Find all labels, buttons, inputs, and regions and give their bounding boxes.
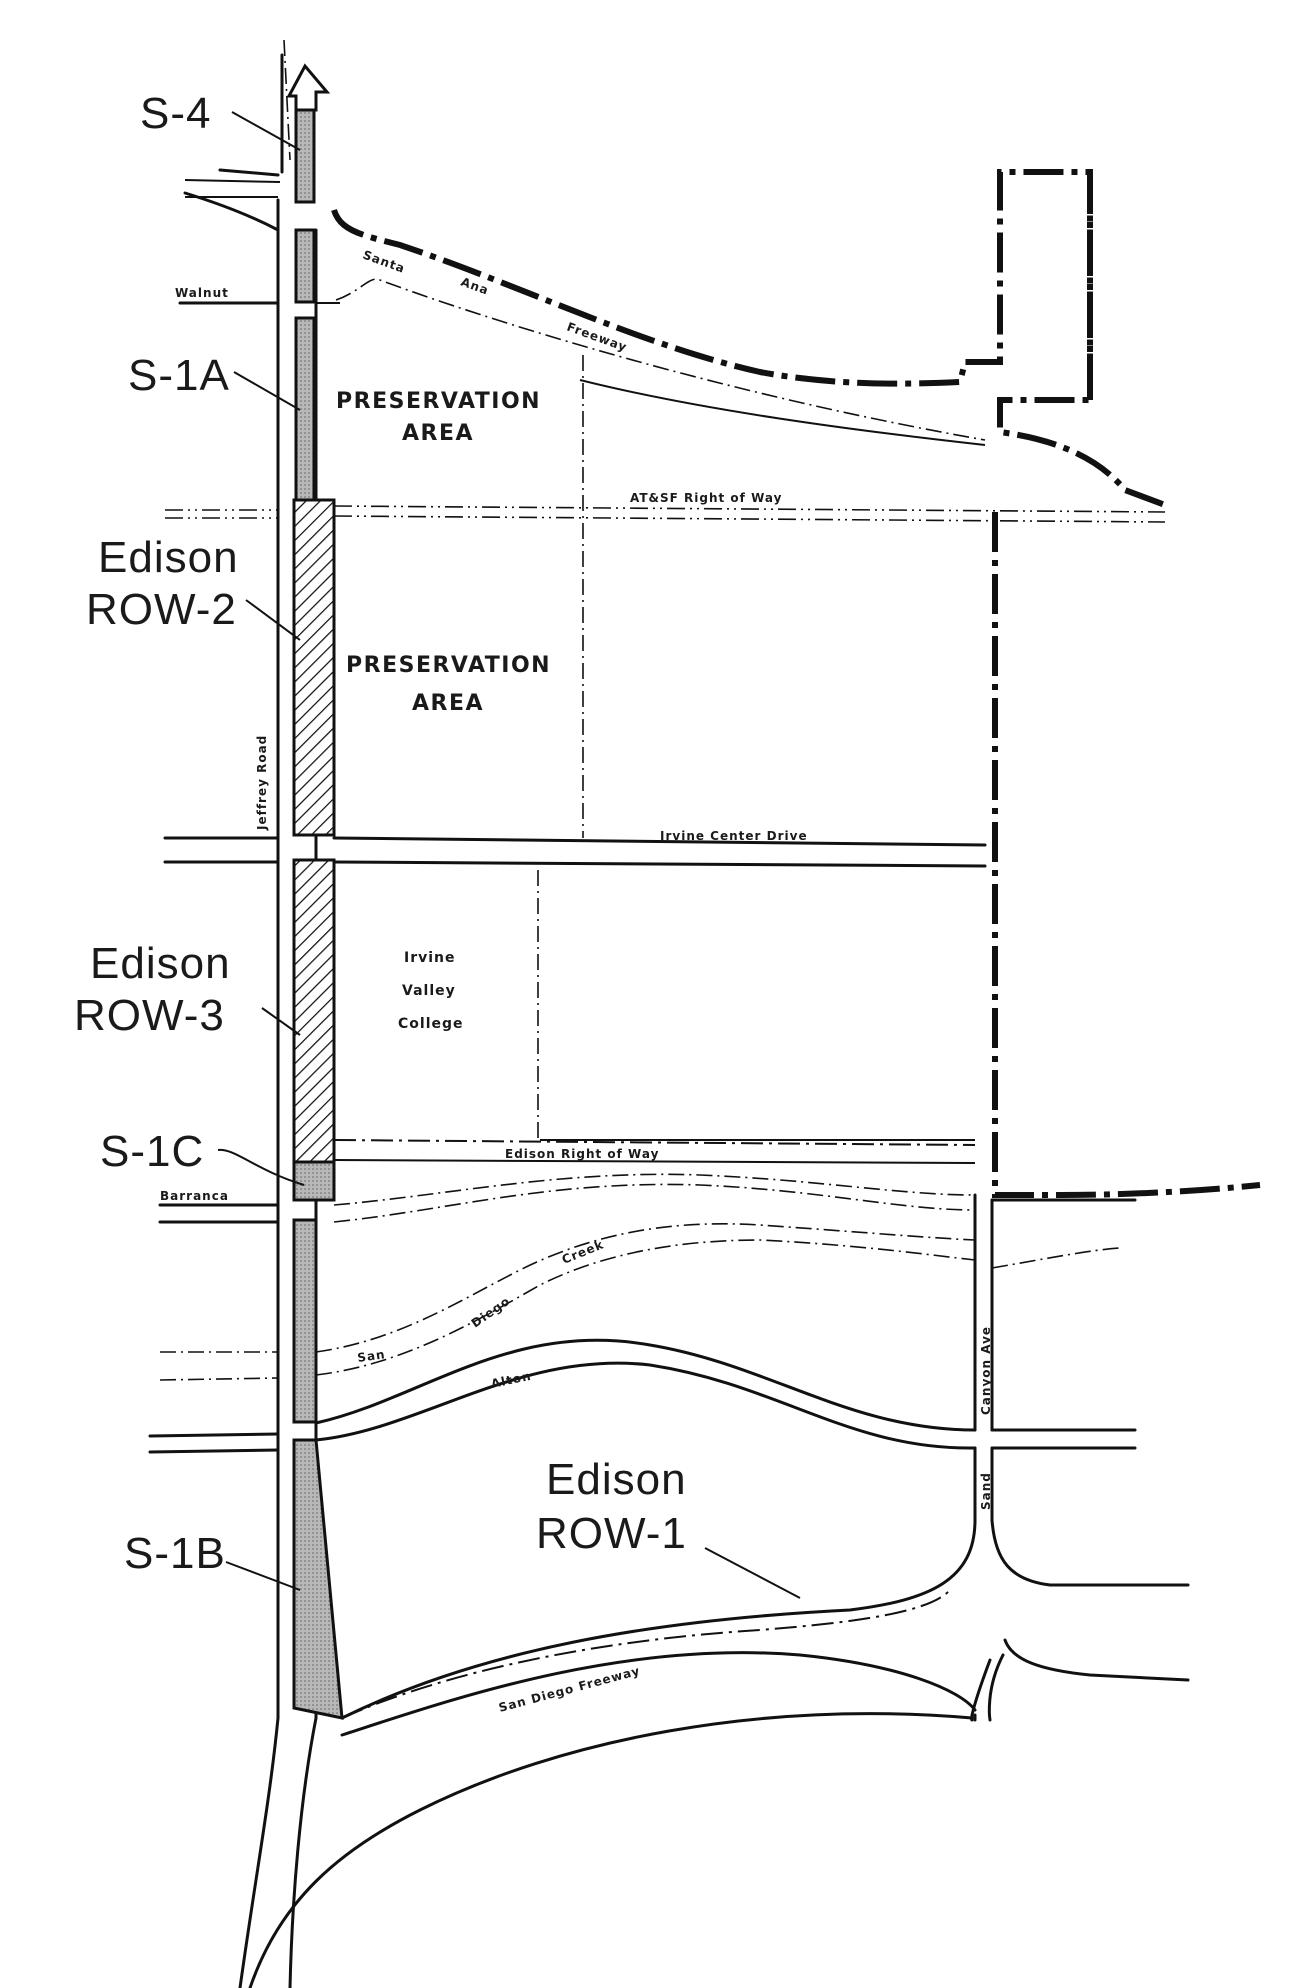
segment-s4-arrow — [286, 63, 331, 112]
cross-streets — [148, 168, 1190, 1988]
street-barranca: Barranca — [160, 1189, 229, 1203]
segment-edison-row3 — [292, 858, 336, 1164]
street-creek-3: Creek — [560, 1237, 606, 1266]
callout-edison-row3-line1: Edison — [90, 939, 231, 988]
street-santa-ana-2: Ana — [459, 275, 491, 298]
callout-s1b: S-1B — [124, 1529, 226, 1578]
preservation-area-2-line2: AREA — [412, 691, 484, 716]
segment-s1a-upper — [294, 228, 316, 304]
street-jeffrey: Jeffrey Road — [255, 735, 269, 831]
callout-edison-row3-line2: ROW-3 — [74, 991, 225, 1040]
callout-edison-row2-line1: Edison — [98, 533, 239, 582]
street-creek-2: Diego — [469, 1294, 513, 1331]
college-label-line1: Irvine — [404, 950, 456, 966]
street-santa-ana-3: Freeway — [565, 320, 629, 355]
street-walnut: Walnut — [175, 286, 229, 300]
preservation-area-2-line1: PRESERVATION — [346, 653, 551, 678]
dashdot-lines — [159, 278, 1166, 1719]
segment-s1c — [292, 1160, 336, 1202]
callout-edison-row1-line1: Edison — [546, 1455, 687, 1504]
street-santa-ana-1: Santa — [361, 248, 407, 276]
boundary — [331, 169, 1261, 1198]
leaders — [217, 111, 801, 1599]
street-creek-1: San — [356, 1347, 386, 1365]
street-atsf: AT&SF Right of Way — [630, 491, 782, 505]
street-edison-row: Edison Right of Way — [505, 1147, 659, 1161]
callout-s1c: S-1C — [100, 1127, 204, 1176]
area-labels: PRESERVATION AREA PRESERVATION AREA Irvi… — [336, 389, 551, 1032]
street-alton: Alton — [490, 1369, 533, 1391]
preservation-area-1-line2: AREA — [402, 421, 474, 446]
preservation-area-1-line1: PRESERVATION — [336, 389, 541, 414]
callouts: S-4 S-1A Edison ROW-2 Edison ROW-3 S-1C … — [74, 89, 687, 1578]
segments — [286, 63, 344, 1720]
segment-s1b — [292, 1438, 344, 1720]
segment-edison-row2 — [292, 498, 336, 837]
street-sand: Sand — [979, 1472, 993, 1510]
callout-s1a: S-1A — [128, 351, 230, 400]
callout-edison-row2-line2: ROW-2 — [86, 585, 237, 634]
street-irvine-center: Irvine Center Drive — [660, 829, 808, 843]
college-label-line3: College — [398, 1016, 464, 1032]
street-canyon: Canyon Ave — [979, 1326, 993, 1415]
callout-s4: S-4 — [140, 89, 211, 138]
segment-s1c-lower — [292, 1218, 318, 1424]
college-label-line2: Valley — [402, 983, 456, 999]
callout-edison-row1-line2: ROW-1 — [536, 1509, 687, 1558]
